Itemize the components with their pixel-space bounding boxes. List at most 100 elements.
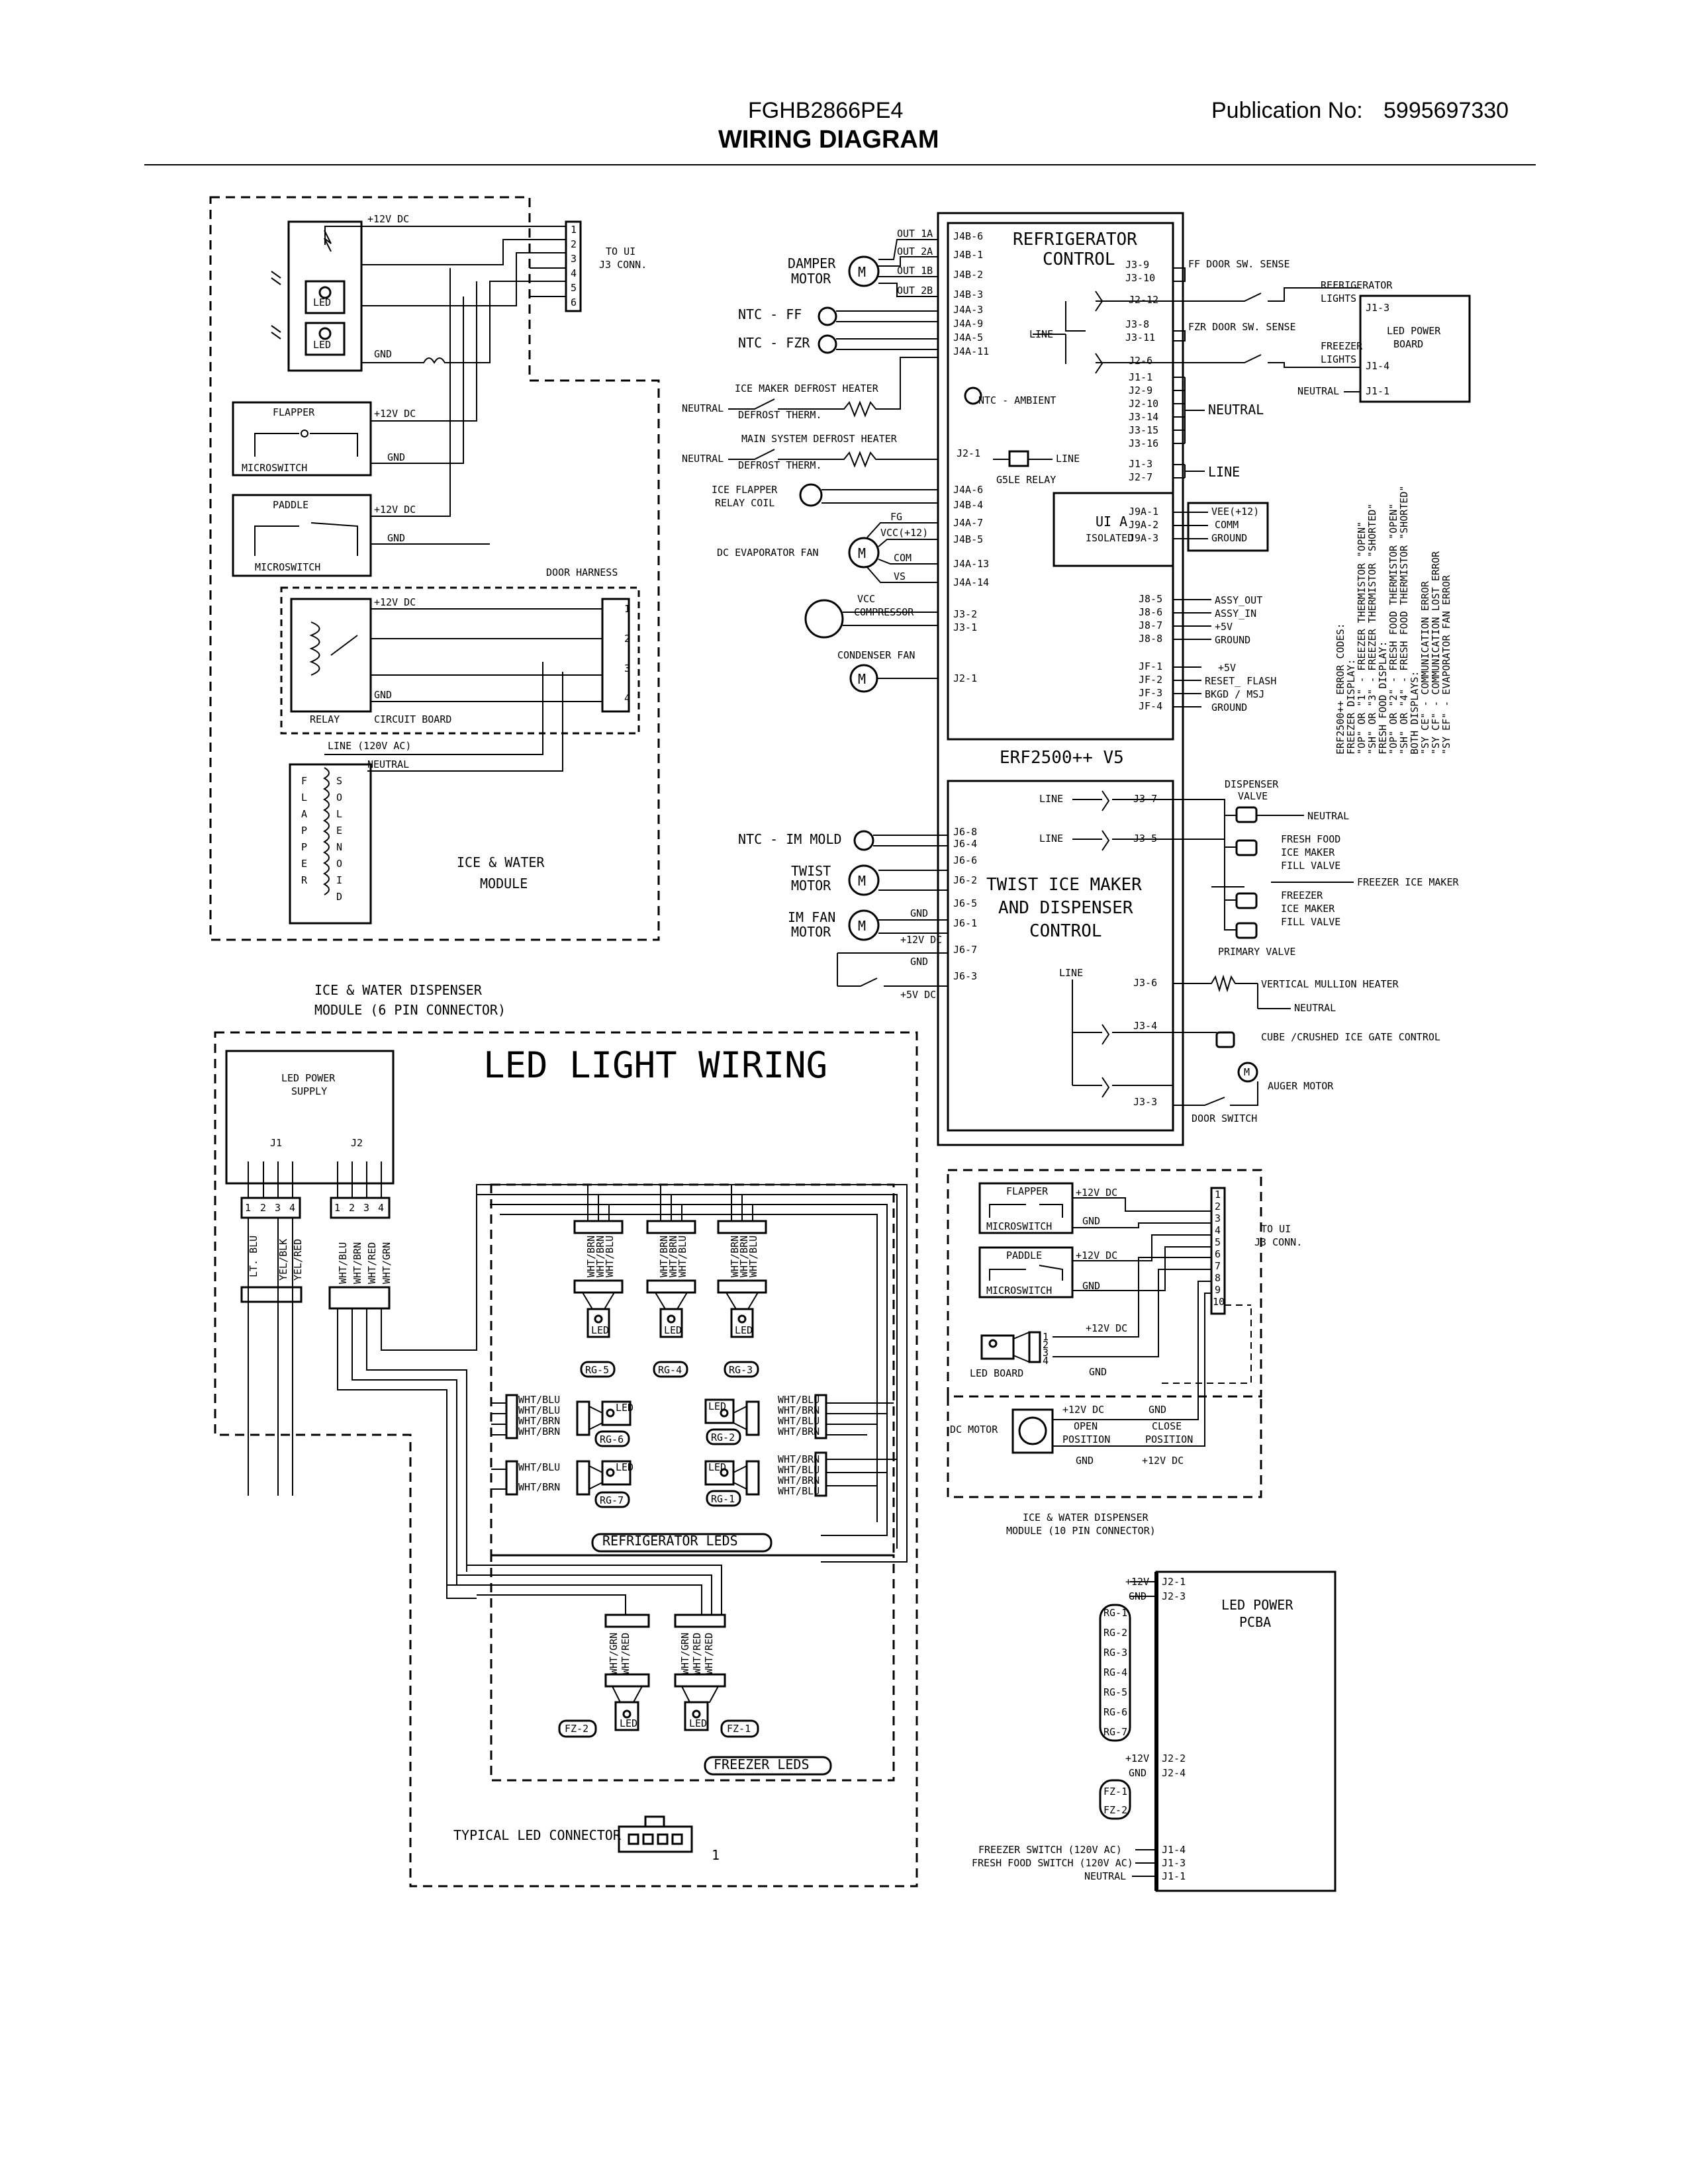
svg-text:WHT/RED: WHT/RED: [620, 1633, 632, 1674]
typical-connector-label: TYPICAL LED CONNECTOR: [453, 1827, 622, 1843]
pcba-title: PCBA: [1239, 1614, 1271, 1630]
svg-text:O: O: [336, 792, 342, 803]
svg-text:J3-2: J3-2: [953, 608, 977, 620]
svg-text:J4B-6: J4B-6: [953, 230, 983, 242]
relay-circuit-board: [280, 586, 640, 735]
svg-text:J1-3: J1-3: [1129, 458, 1152, 470]
svg-text:J4B-3: J4B-3: [953, 289, 983, 300]
svg-text:J9A-3: J9A-3: [1129, 532, 1158, 544]
svg-text:O: O: [336, 858, 342, 870]
svg-text:J9A-2: J9A-2: [1129, 519, 1158, 531]
publication-number: 5995697330: [1383, 98, 1509, 123]
svg-text:RG-1: RG-1: [1103, 1607, 1127, 1619]
led-wiring-title: LED LIGHT WIRING: [483, 1044, 827, 1086]
svg-text:OPEN: OPEN: [1074, 1420, 1098, 1432]
svg-text:5: 5: [1215, 1236, 1221, 1248]
svg-text:J4A-6: J4A-6: [953, 484, 983, 496]
plus12-label: +12V DC: [367, 213, 409, 225]
svg-text:J3-4: J3-4: [1133, 1020, 1157, 1032]
flapper-microswitch: [978, 1182, 1074, 1234]
led-icon: [704, 1398, 735, 1424]
led-connector: [646, 1220, 696, 1234]
svg-text:J2-2: J2-2: [1162, 1752, 1186, 1764]
damper-motor-icon: [848, 255, 880, 287]
svg-text:J4B-4: J4B-4: [953, 499, 983, 511]
svg-text:J3-15: J3-15: [1129, 424, 1158, 436]
svg-text:7: 7: [1215, 1260, 1221, 1272]
svg-text:NEUTRAL: NEUTRAL: [1307, 810, 1349, 822]
harness-connector: [601, 598, 630, 713]
svg-text:RG-7: RG-7: [1103, 1726, 1127, 1738]
svg-text:WHT/RED: WHT/RED: [703, 1633, 715, 1674]
error-codes: ERF2500++ ERROR CODES: FREEZER DISPLAY: …: [1335, 486, 1452, 754]
j2-connector: [330, 1197, 391, 1219]
module-title: MODULE: [480, 876, 528, 891]
rg-2-label: RG-2: [711, 1432, 735, 1443]
svg-text:J2-3: J2-3: [1162, 1590, 1186, 1602]
pcba-title: LED POWER: [1221, 1597, 1293, 1613]
svg-text:JF-2: JF-2: [1139, 674, 1162, 686]
ntc-fzr-icon: [818, 334, 837, 354]
refrigerator-lights-label: REFRIGERATOR: [1321, 279, 1393, 291]
led-2: [305, 322, 346, 356]
svg-text:WHT/RED: WHT/RED: [691, 1633, 703, 1674]
svg-text:5: 5: [571, 282, 577, 294]
twist-motor-label: MOTOR: [791, 878, 831, 893]
svg-text:J3-16: J3-16: [1129, 437, 1158, 449]
led-power-pcba: LED POWER PCBA +12V GND J2-1 J2-3 RG-1 R…: [972, 1570, 1336, 1892]
dispenser-valve-label: VALVE: [1238, 790, 1268, 802]
svg-text:WHT/GRN: WHT/GRN: [381, 1242, 393, 1284]
freezer-valve-icon: [1235, 892, 1258, 909]
led-box: [287, 220, 363, 372]
svg-text:E: E: [336, 825, 342, 837]
svg-text:JF-4: JF-4: [1139, 700, 1162, 712]
svg-text:J4A-7: J4A-7: [953, 517, 983, 529]
svg-text:VCC(+12): VCC(+12): [880, 527, 928, 539]
svg-text:FREEZER ICE MAKER: FREEZER ICE MAKER: [1357, 876, 1459, 888]
svg-text:J2: J2: [351, 1137, 363, 1149]
svg-text:J4A-11: J4A-11: [953, 345, 989, 357]
svg-text:POSITION: POSITION: [1145, 1433, 1193, 1445]
svg-text:2: 2: [571, 238, 577, 250]
fz-2-label: FZ-2: [565, 1723, 588, 1735]
svg-text:TO UI: TO UI: [1261, 1223, 1291, 1235]
svg-text:2: 2: [260, 1202, 266, 1214]
svg-text:FREEZER DISPLAY:: FREEZER DISPLAY:: [1345, 659, 1357, 755]
svg-text:+12V DC: +12V DC: [1086, 1322, 1127, 1334]
relay: [290, 598, 372, 713]
svg-text:4: 4: [378, 1202, 384, 1214]
auger-motor-icon: [1237, 1062, 1258, 1083]
svg-text:FG: FG: [890, 511, 902, 523]
svg-text:J1-1: J1-1: [1129, 371, 1152, 383]
svg-text:M: M: [858, 671, 866, 687]
svg-text:+5V: +5V: [1218, 662, 1236, 674]
ui-a-label: UI A: [1096, 514, 1127, 529]
svg-text:WHT/BLU: WHT/BLU: [778, 1415, 820, 1427]
led-1: [305, 280, 346, 314]
refrigerator-leds-label: REFRIGERATOR LEDS: [602, 1533, 738, 1549]
svg-text:YEL/BLK: YEL/BLK: [277, 1239, 289, 1281]
svg-text:J1-4: J1-4: [1162, 1844, 1186, 1856]
svg-text:J3-1: J3-1: [953, 621, 977, 633]
svg-text:GND: GND: [1082, 1280, 1100, 1292]
svg-text:JF-3: JF-3: [1139, 687, 1162, 699]
rg-5-label: RG-5: [585, 1364, 609, 1376]
svg-text:J6-3: J6-3: [953, 970, 977, 982]
door-switch-label: DOOR SWITCH: [1192, 1113, 1257, 1124]
svg-text:J3-9: J3-9: [1125, 259, 1149, 271]
rg-6-label: RG-6: [600, 1433, 624, 1445]
rg-7-label: RG-7: [600, 1494, 624, 1506]
svg-text:J9A-1: J9A-1: [1129, 506, 1158, 518]
rg-led-left: WHT/BLU WHT/BLU WHT/BRN WHT/BRN WHT/BLU …: [491, 1394, 633, 1508]
svg-text:WHT/BRN: WHT/BRN: [518, 1415, 560, 1427]
paddle-microswitch: [232, 494, 372, 577]
g5le-relay-label: G5LE RELAY: [996, 474, 1056, 486]
svg-text:FLAPPER: FLAPPER: [1006, 1185, 1049, 1197]
svg-text:J3-11: J3-11: [1125, 332, 1155, 343]
svg-text:"SY EF" - EVAPORATOR FAN ERROR: "SY EF" - EVAPORATOR FAN ERROR: [1440, 574, 1452, 754]
svg-text:+12V DC: +12V DC: [1076, 1187, 1117, 1199]
neutral-label: NEUTRAL: [367, 758, 409, 770]
svg-text:J4B-2: J4B-2: [953, 269, 983, 281]
svg-text:"SY CE" - COMMUNICATION ERROR: "SY CE" - COMMUNICATION ERROR: [1419, 580, 1431, 754]
svg-text:2: 2: [1215, 1201, 1221, 1212]
